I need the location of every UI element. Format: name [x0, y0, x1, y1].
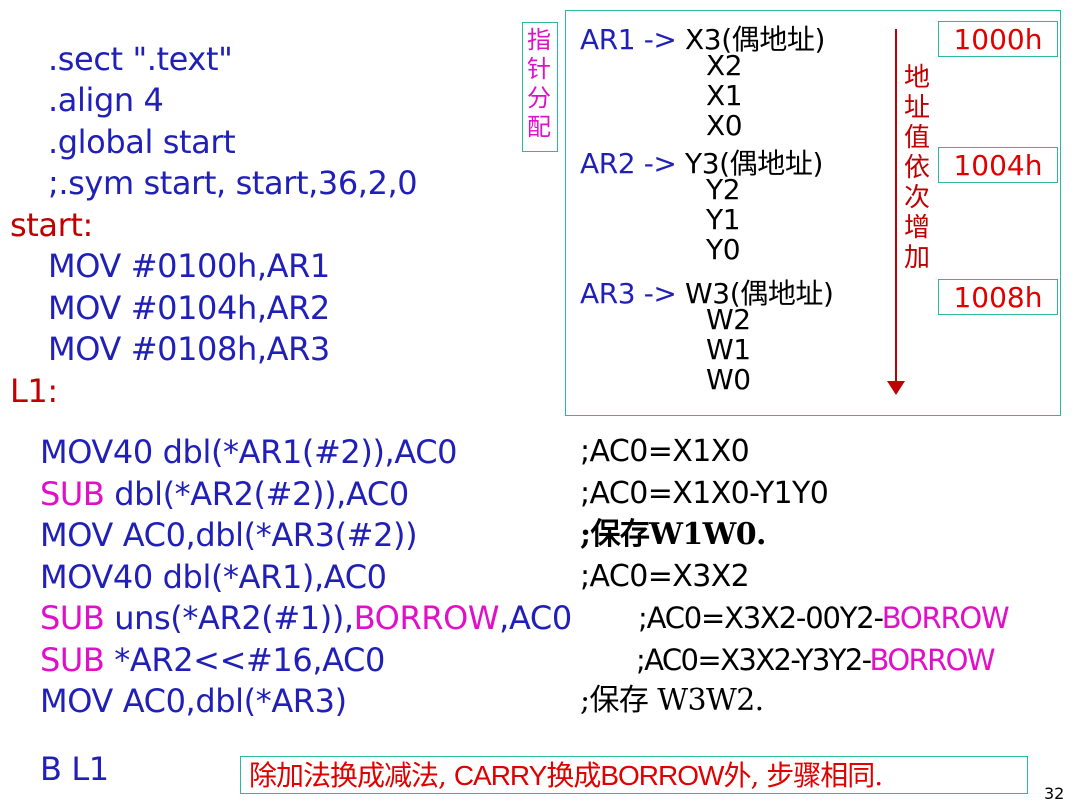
code-comment: ;AC0=X3X2-Y3Y2-BORROW: [636, 643, 996, 677]
code-line: SUB *AR2<<#16,AC0: [40, 641, 385, 679]
memory-map-box: AR1 -> X3(偶地址) X2 X1 X0 1000h AR2 -> Y3(…: [565, 10, 1061, 416]
arrow-down-icon: [887, 381, 905, 395]
init-line-ar1: MOV #0100h,AR1: [48, 247, 330, 285]
directive-sym: ;.sym start, start,36,2,0: [48, 164, 418, 202]
memory-word: W0: [706, 363, 751, 396]
memory-word: Y1: [706, 203, 741, 236]
code-line: SUB uns(*AR2(#1)),BORROW,AC0: [40, 599, 572, 637]
pointer-ar1: AR1 -> X3(偶地址): [580, 23, 826, 56]
label-start: start:: [10, 206, 93, 244]
code-line: B L1: [40, 750, 109, 788]
address-direction-arrow: [895, 29, 897, 387]
code-comment: ;保存 W3W2.: [580, 683, 764, 718]
code-comment: ;AC0=X1X0: [580, 434, 750, 469]
code-comment: ;保存W1W0.: [580, 517, 766, 552]
code-comment: ;AC0=X1X0-Y1Y0: [580, 476, 829, 511]
pointer-box-char: 指: [527, 26, 551, 54]
memory-word: W2: [706, 303, 751, 336]
directive-sect: .sect ".text": [48, 40, 233, 78]
init-line-ar2: MOV #0104h,AR2: [48, 289, 330, 327]
memory-word: Y0: [706, 233, 741, 266]
code-comment: ;AC0=X3X2: [580, 559, 750, 594]
code-line: SUB dbl(*AR2(#2)),AC0: [40, 475, 409, 513]
directive-global: .global start: [48, 123, 236, 161]
memory-word: W1: [706, 333, 751, 366]
page-number: 32: [1044, 784, 1065, 803]
bottom-note: 除加法换成减法, CARRY换成BORROW外, 步骤相同.: [240, 756, 1028, 794]
address-badge-1008h: 1008h: [938, 279, 1058, 315]
memory-word: X2: [706, 49, 743, 82]
code-line: MOV AC0,dbl(*AR3(#2)): [40, 516, 418, 554]
code-comment: ;AC0=X3X2-00Y2-BORROW: [638, 601, 1010, 635]
memory-word: X1: [706, 79, 743, 112]
pointer-box-char: 配: [527, 113, 551, 141]
pointer-box-char: 分: [527, 84, 551, 112]
code-line: MOV40 dbl(*AR1(#2)),AC0: [40, 433, 458, 471]
pointer-ar3: AR3 -> W3(偶地址): [580, 277, 834, 310]
pointer-ar2: AR2 -> Y3(偶地址): [580, 147, 823, 180]
code-line: MOV40 dbl(*AR1),AC0: [40, 558, 387, 596]
pointer-box-char: 针: [527, 55, 551, 83]
memory-word: Y2: [706, 173, 741, 206]
label-l1: L1:: [10, 372, 58, 410]
address-badge-1004h: 1004h: [938, 147, 1058, 183]
pointer-assignment-box: 指 针 分 配: [522, 22, 558, 152]
init-line-ar3: MOV #0108h,AR3: [48, 330, 330, 368]
directive-align: .align 4: [48, 81, 164, 119]
address-badge-1000h: 1000h: [938, 21, 1058, 57]
code-line: MOV AC0,dbl(*AR3): [40, 682, 347, 720]
memory-word: X0: [706, 109, 743, 142]
